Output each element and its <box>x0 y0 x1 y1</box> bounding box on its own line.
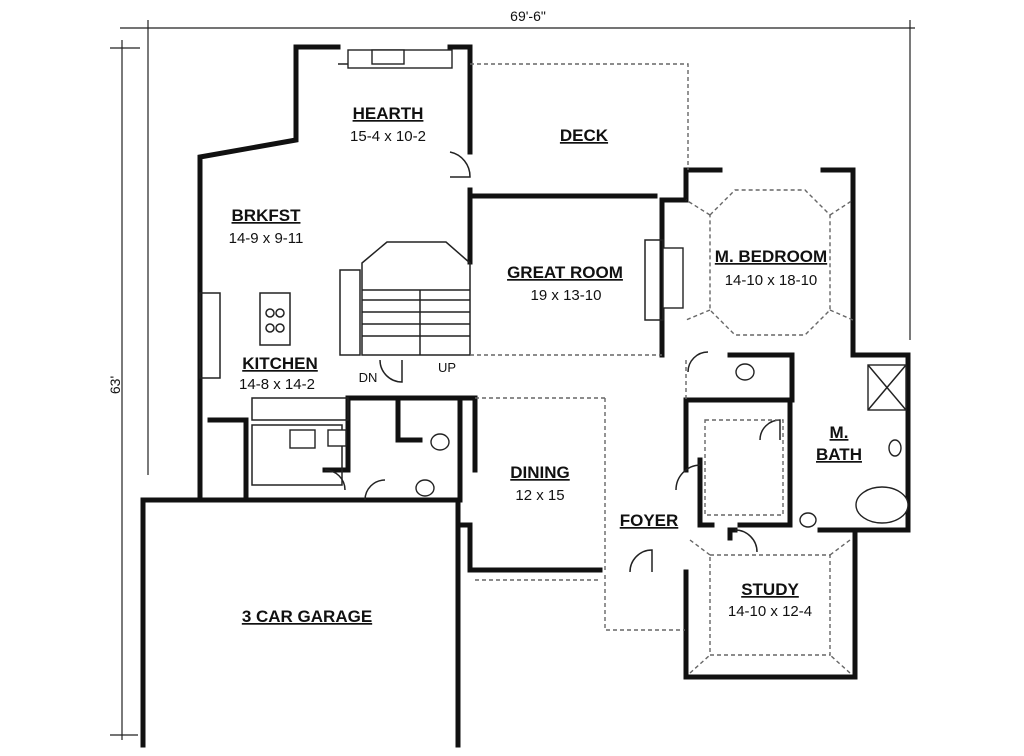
brkfst-size: 14-9 x 9-11 <box>229 230 304 247</box>
hearth-label: HEARTH <box>353 104 424 123</box>
m-bath-label-line1: M. <box>830 423 849 442</box>
m-bath-label-line2: BATH <box>816 445 862 464</box>
dimension-lines <box>110 20 915 740</box>
dashed-lines <box>470 63 854 674</box>
kitchen-label: KITCHEN <box>242 354 318 373</box>
kitchen-size: 14-8 x 14-2 <box>239 376 315 393</box>
dining-label: DINING <box>510 463 570 482</box>
depth-dimension: 63' <box>107 376 123 394</box>
stair-down-label: DN <box>359 370 378 385</box>
deck-label: DECK <box>560 126 609 145</box>
dining-size: 12 x 15 <box>515 487 564 504</box>
great-room-label: GREAT ROOM <box>507 263 623 282</box>
m-bedroom-size: 14-10 x 18-10 <box>725 272 818 289</box>
stair-up-label: UP <box>438 360 456 375</box>
brkfst-label: BRKFST <box>232 206 302 225</box>
great-room-size: 19 x 13-10 <box>531 287 602 304</box>
study-size: 14-10 x 12-4 <box>728 603 812 620</box>
width-dimension: 69'-6" <box>510 8 546 24</box>
garage-label: 3 CAR GARAGE <box>242 607 372 626</box>
interior-lines <box>199 49 909 573</box>
foyer-label: FOYER <box>620 511 679 530</box>
walls <box>140 44 911 748</box>
m-bedroom-label: M. BEDROOM <box>715 247 827 266</box>
hearth-size: 15-4 x 10-2 <box>350 128 426 145</box>
study-label: STUDY <box>741 580 799 599</box>
